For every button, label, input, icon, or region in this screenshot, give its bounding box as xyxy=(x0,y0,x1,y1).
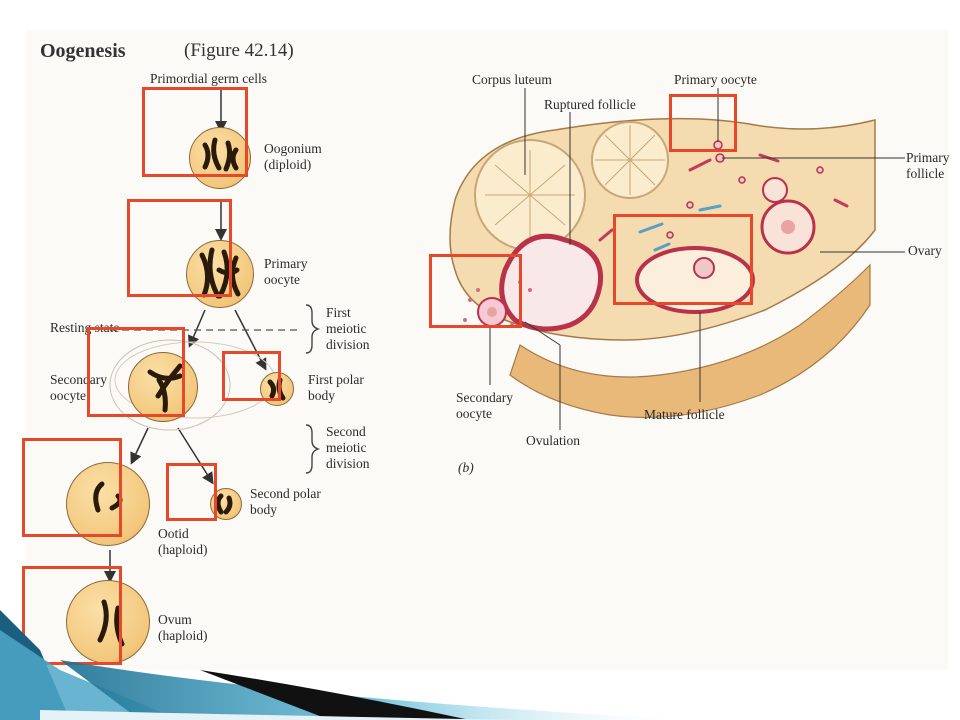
label-oogonium: Oogonium (diploid) xyxy=(264,141,322,172)
label-second-meiotic-division: Second meiotic division xyxy=(326,424,370,471)
label-first-polar-body: First polar body xyxy=(308,372,364,403)
label-primary-follicle: Primary follicle xyxy=(906,150,950,181)
label-ovary: Ovary xyxy=(908,243,942,258)
highlight-box-primary-oocyte xyxy=(127,199,232,297)
label-mature-follicle: Mature follicle xyxy=(644,407,725,422)
highlight-box-second-polar-body xyxy=(166,463,217,521)
label-primary-oocyte-right: Primary oocyte xyxy=(674,72,757,87)
label-ruptured-follicle: Ruptured follicle xyxy=(544,97,636,112)
highlight-box-oogonium xyxy=(142,87,248,177)
label-second-polar-body: Second polar body xyxy=(250,486,321,517)
label-corpus-luteum: Corpus luteum xyxy=(472,72,552,87)
label-secondary-oocyte-right: Secondary oocyte xyxy=(456,390,513,421)
panel-b-label: (b) xyxy=(458,460,474,475)
highlight-box-first-polar-body xyxy=(222,351,281,401)
page-title: Oogenesis xyxy=(40,40,126,62)
highlight-box-mature-follicle xyxy=(613,214,753,305)
figure-reference: (Figure 42.14) xyxy=(184,40,294,61)
slide-decoration xyxy=(0,610,700,720)
highlight-box-ootid xyxy=(22,438,122,537)
label-secondary-oocyte-left: Secondary oocyte xyxy=(50,372,107,403)
label-ovum: Ovum (haploid) xyxy=(158,612,208,643)
label-primary-oocyte: Primary oocyte xyxy=(264,256,308,287)
highlight-box-primary-oocyte-ovary xyxy=(669,94,737,152)
ootid-cell xyxy=(66,462,150,546)
highlight-box-secondary-oocyte xyxy=(87,327,185,417)
highlight-box-secondary-oocyte-ovary xyxy=(429,254,522,328)
label-first-meiotic-division: First meiotic division xyxy=(326,305,370,352)
label-primordial-germ-cells: Primordial germ cells xyxy=(150,71,267,86)
label-ootid: Ootid (haploid) xyxy=(158,526,208,557)
label-ovulation: Ovulation xyxy=(526,433,580,448)
oogonium-cell xyxy=(189,127,251,189)
